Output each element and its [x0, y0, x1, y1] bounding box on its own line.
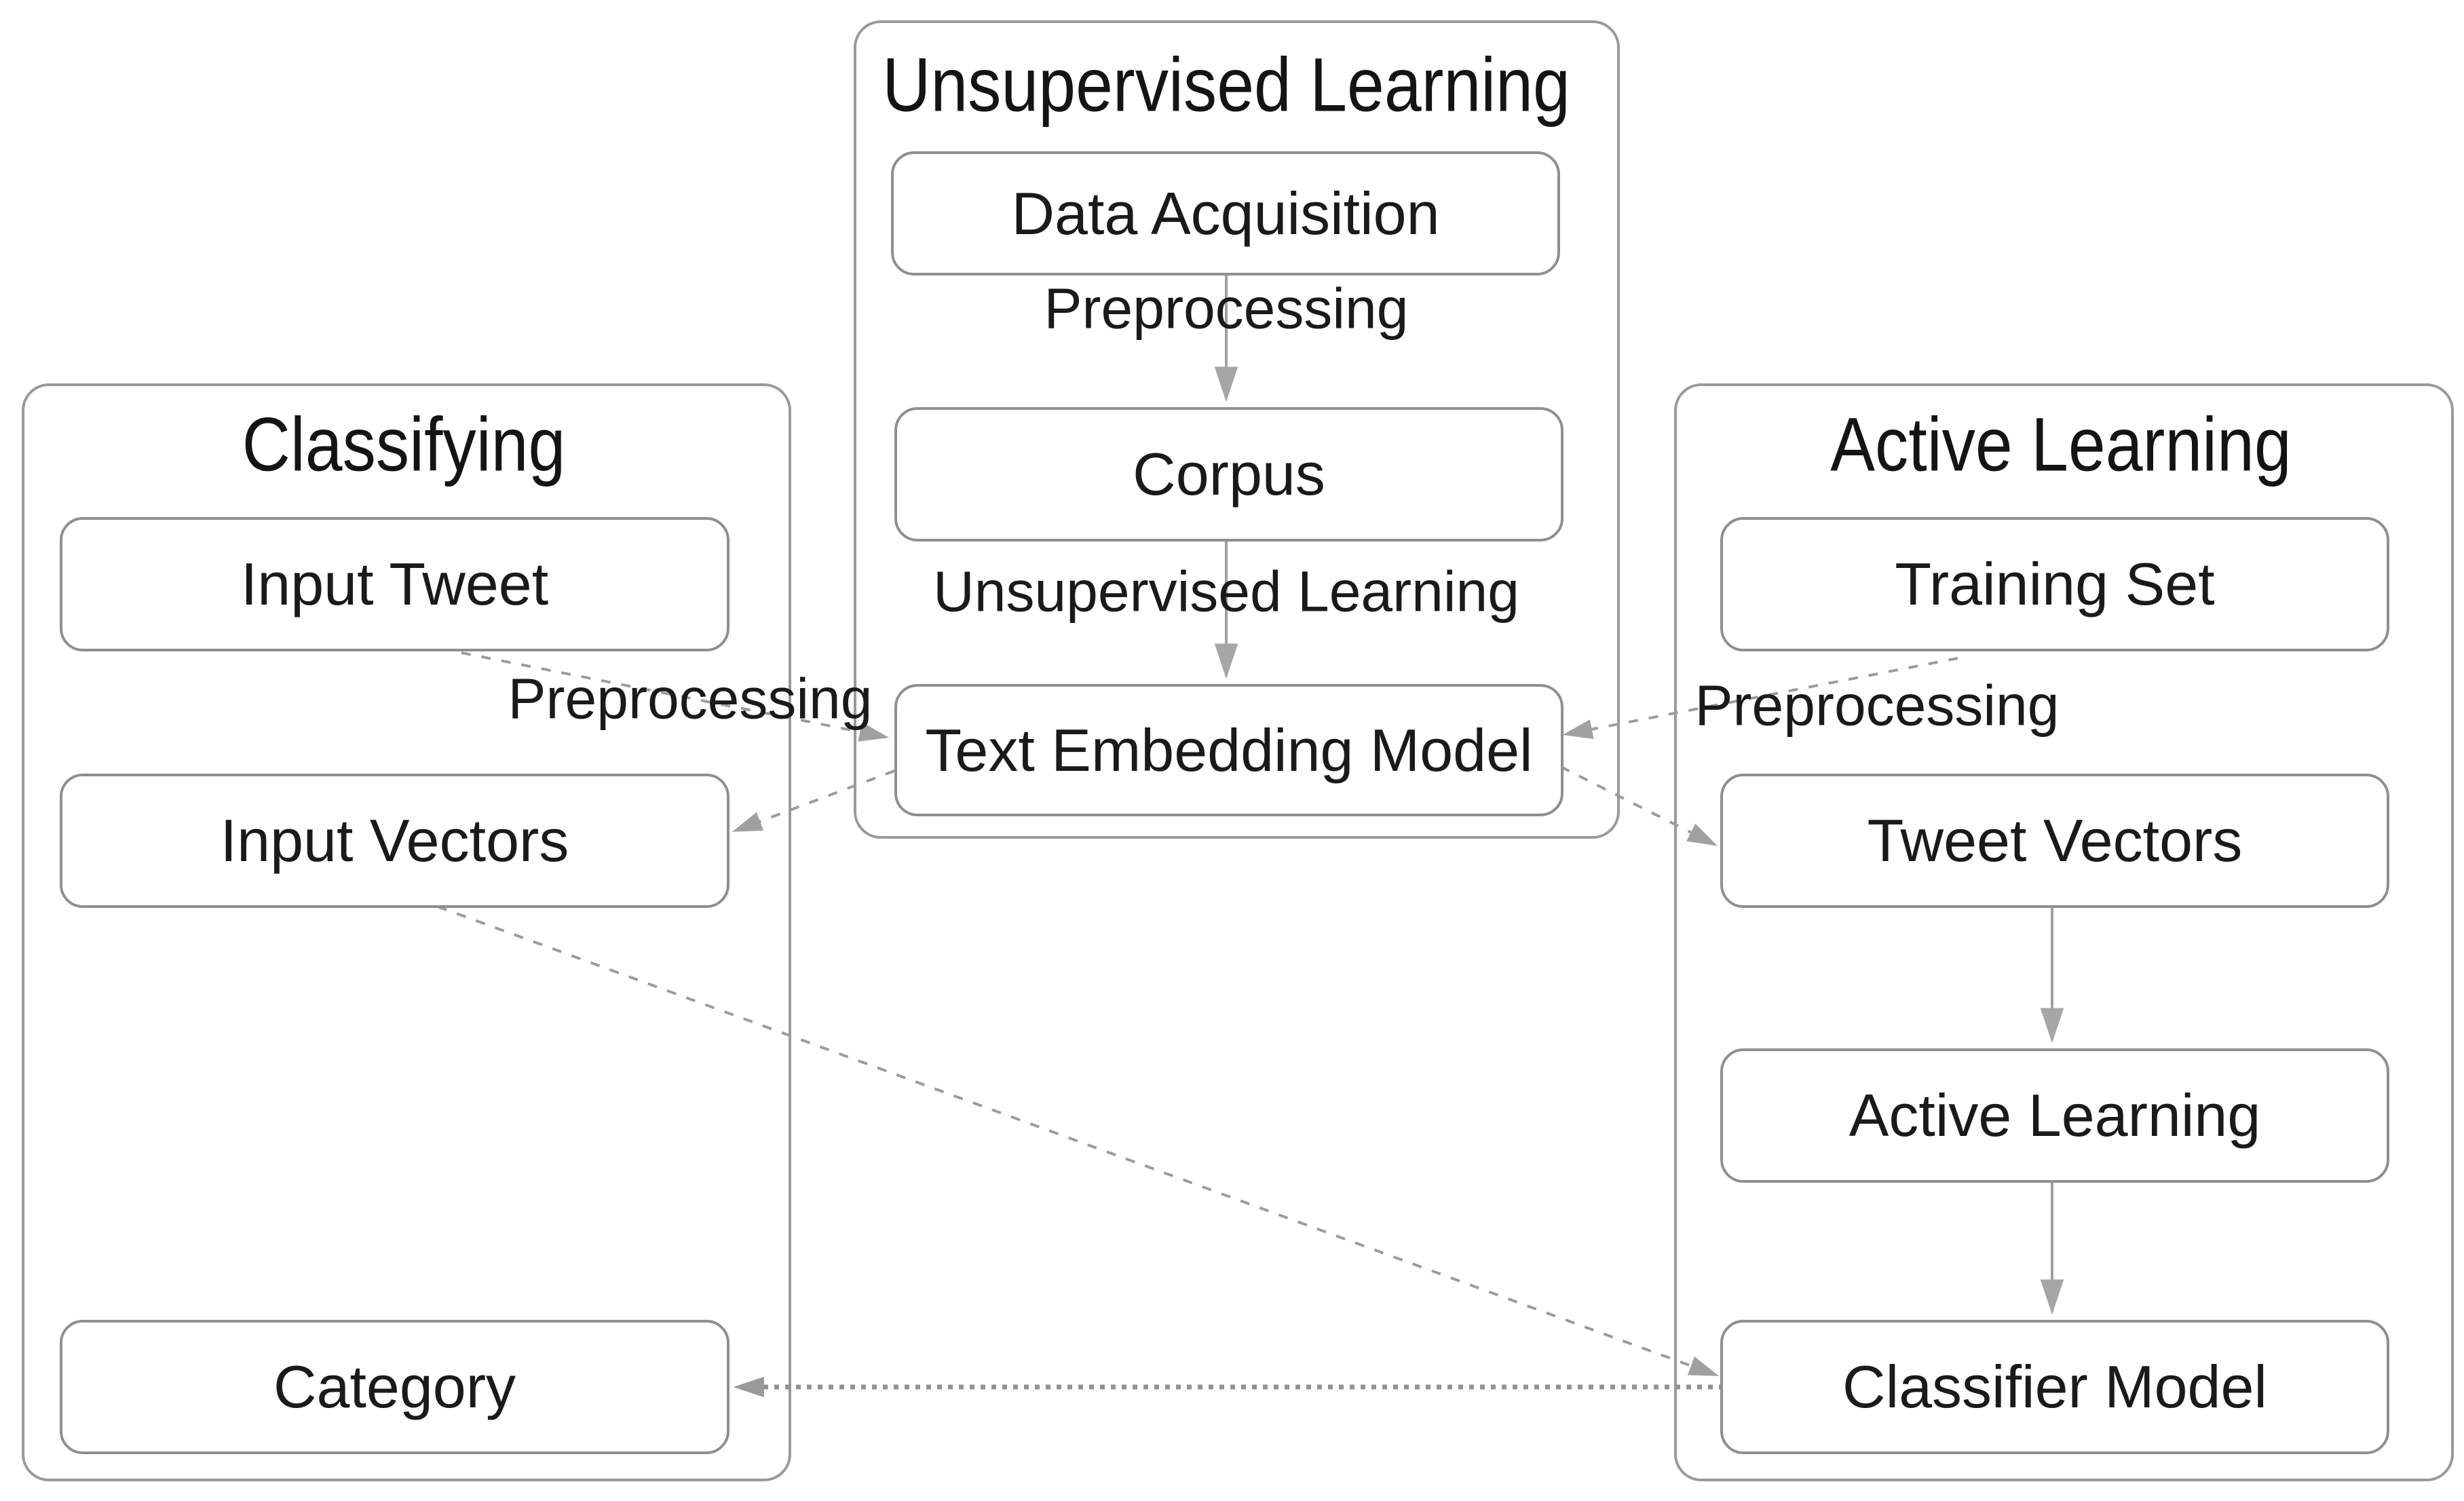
node-active-learning-step: Active Learning — [1720, 1048, 2389, 1183]
section-title-classifying: Classifying — [242, 402, 566, 487]
node-classifier-model: Classifier Model — [1720, 1320, 2389, 1454]
section-unsupervised-learning — [854, 20, 1620, 839]
edge-label-preprocessing-active-learning: Preprocessing — [1694, 673, 2060, 738]
edge-label-preprocessing-unsupervised: Preprocessing — [1044, 276, 1409, 341]
section-classifying — [22, 383, 791, 1481]
node-tweet-vectors-label: Tweet Vectors — [1867, 807, 2243, 874]
node-category-label: Category — [273, 1353, 516, 1420]
node-input-tweet-label: Input Tweet — [240, 550, 549, 618]
node-training-set: Training Set — [1720, 517, 2389, 651]
node-active-learning-step-label: Active Learning — [1849, 1082, 2261, 1149]
arrow-training-set-to-text-embedding-model — [1562, 657, 1958, 740]
node-corpus: Corpus — [894, 407, 1563, 542]
section-title-unsupervised-learning: Unsupervised Learning — [882, 42, 1570, 128]
arrow-text-embedding-model-to-input-vectors — [732, 770, 895, 832]
node-data-acquisition-label: Data Acquisition — [1011, 179, 1440, 247]
arrow-text-embedding-model-to-tweet-vectors — [1560, 765, 1718, 846]
node-text-embedding-model-label: Text Embedding Model — [925, 716, 1533, 784]
edge-label-unsupervised-learning: Unsupervised Learning — [933, 559, 1519, 624]
node-corpus-label: Corpus — [1133, 440, 1325, 508]
node-text-embedding-model: Text Embedding Model — [894, 684, 1563, 816]
node-data-acquisition: Data Acquisition — [891, 151, 1560, 276]
node-classifier-model-label: Classifier Model — [1842, 1353, 2267, 1420]
section-title-active-learning: Active Learning — [1830, 402, 2292, 487]
edge-label-preprocessing-classifying: Preprocessing — [508, 666, 873, 731]
node-category: Category — [60, 1320, 729, 1454]
node-tweet-vectors: Tweet Vectors — [1720, 774, 2389, 908]
arrow-input-vectors-to-classifier-model — [437, 905, 1720, 1376]
section-active-learning — [1674, 383, 2454, 1481]
node-input-vectors-label: Input Vectors — [220, 807, 569, 874]
node-input-vectors: Input Vectors — [60, 774, 729, 908]
node-input-tweet: Input Tweet — [60, 517, 729, 651]
node-training-set-label: Training Set — [1895, 550, 2215, 618]
